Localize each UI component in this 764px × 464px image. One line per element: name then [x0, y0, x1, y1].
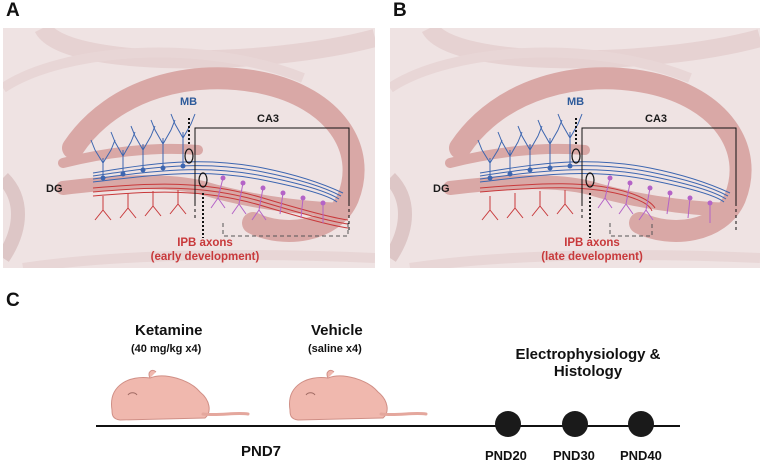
ipb-label-b-line1: IPB axons	[564, 237, 620, 249]
timepoint-dot-icon	[562, 411, 588, 437]
panel-b	[390, 28, 760, 268]
panel-letter-a: A	[6, 0, 20, 21]
pup-icon	[289, 369, 428, 421]
ca3-label-b: CA3	[645, 113, 668, 125]
hippocampus-diagram-a	[3, 28, 375, 268]
panel-letter-b: B	[393, 0, 407, 21]
pnd40-label: PND40	[620, 448, 662, 463]
mb-label-a: MB	[180, 96, 198, 108]
pnd30-label: PND30	[553, 448, 595, 463]
panel-a	[3, 28, 375, 268]
vehicle-dose: (saline x4)	[308, 343, 362, 355]
pnd20-label: PND20	[485, 448, 527, 463]
mb-label-b: MB	[567, 96, 585, 108]
ipb-label-a-line1: IPB axons	[177, 237, 233, 249]
pup-icon	[111, 369, 250, 421]
ca3-label-a: CA3	[257, 113, 280, 125]
hippocampus-diagram-b	[390, 28, 760, 268]
endpoint-title: Electrophysiology & Histology	[488, 346, 688, 380]
ipb-label-b-line2: (late development)	[541, 251, 643, 263]
endpoint-line2: Histology	[553, 363, 623, 380]
dg-label-a: DG	[46, 183, 63, 195]
ipb-label-a-line2: (early development)	[150, 251, 260, 263]
timepoint-dot-icon	[495, 411, 521, 437]
vehicle-title: Vehicle	[311, 322, 363, 339]
pnd7-label: PND7	[241, 443, 282, 460]
panel-letter-c: C	[6, 290, 20, 311]
timepoint-dot-icon	[628, 411, 654, 437]
endpoint-line1: Electrophysiology &	[515, 346, 661, 363]
ketamine-title: Ketamine	[135, 322, 203, 339]
ipb-label-a: IPB axons (early development)	[130, 236, 280, 264]
ipb-label-b: IPB axons (late development)	[522, 236, 662, 264]
ketamine-dose: (40 mg/kg x4)	[131, 343, 202, 355]
dg-label-b: DG	[433, 183, 450, 195]
